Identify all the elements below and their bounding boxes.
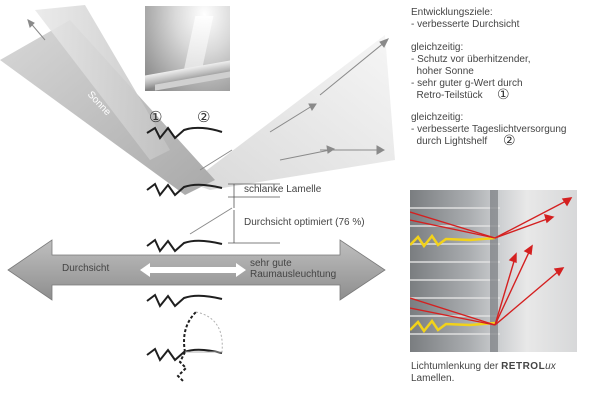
- simul-1-marker: ①: [497, 86, 510, 102]
- caption-line-1: Lichtumlenkung der RETROLux: [411, 361, 556, 373]
- caption-brand-bold: RETROL: [501, 361, 546, 372]
- tilted-slat: [176, 311, 197, 383]
- caption-line-2: Lamellen.: [411, 373, 455, 384]
- caption-prefix: Lichtumlenkung der: [411, 361, 502, 372]
- red-rays: [410, 197, 573, 326]
- photo-slats: [410, 207, 500, 335]
- secondary-beam: [35, 5, 170, 160]
- ray-arrows: [27, 19, 390, 235]
- simul-2-marker: ②: [503, 132, 516, 148]
- yellow-highlight-2: [410, 318, 496, 334]
- goal-1: - verbesserte Durchsicht: [411, 19, 520, 30]
- simul-1-item-1b: hoher Sonne: [411, 66, 474, 77]
- slat-profiles: [146, 126, 223, 362]
- goals-heading: Entwicklungsziele:: [411, 7, 493, 18]
- caption-brand-tail: ux: [545, 361, 556, 372]
- slat-photo: [145, 6, 230, 91]
- tilt-arc: [195, 311, 223, 353]
- view-label: Durchsicht optimiert (76 %): [244, 217, 365, 228]
- simul-1-heading: gleichzeitig:: [411, 42, 464, 53]
- arrow-right-line1: sehr gute: [250, 258, 292, 269]
- inner-arrow: [140, 263, 246, 277]
- simul-2-item-1: - verbesserte Tageslichtversorgung: [411, 124, 567, 135]
- simul-2-heading: gleichzeitig:: [411, 112, 464, 123]
- dimension-lines: [228, 183, 280, 244]
- marker-2: ②: [197, 109, 211, 126]
- yellow-highlight-1: [410, 233, 496, 249]
- lamella-photo: [410, 190, 577, 352]
- redirect-fan: [190, 35, 395, 190]
- simul-1-item-2: - sehr guter g-Wert durch: [411, 78, 523, 89]
- simul-1-item-2b: Retro-Teilstück: [411, 90, 483, 101]
- simul-1-item-1: - Schutz vor überhitzender,: [411, 54, 531, 65]
- marker-1: ①: [149, 109, 163, 126]
- simul-2-item-1b: durch Lightshelf: [411, 136, 488, 147]
- arrow-right-line2: Raumausleuchtung: [250, 269, 337, 280]
- slim-slat-label: schlanke Lamelle: [244, 184, 322, 195]
- arrow-left-label: Durchsicht: [62, 263, 110, 274]
